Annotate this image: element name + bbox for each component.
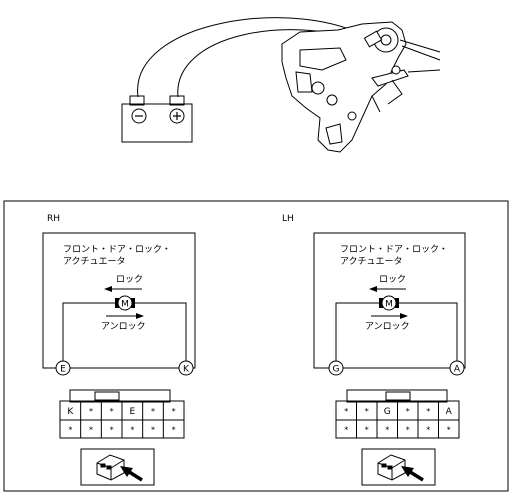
lh-motor-brush-left [379, 298, 383, 308]
rh-lock-label: ロック [116, 274, 143, 285]
rh-connector-pin-top-2: * [89, 407, 93, 416]
lh-connector-pin-bottom-2: * [365, 426, 369, 435]
lh-connector-pin-top-3: G [384, 407, 391, 417]
lh-view-arrow-icon [401, 466, 424, 482]
rod-2 [401, 45, 441, 61]
lh-terminal-left-label: G [333, 365, 340, 375]
rh-lock-arrowhead [104, 286, 112, 292]
lh-side-label: LH [282, 214, 294, 224]
lh-connector-pin-top-6: A [446, 407, 453, 417]
lh-connector-cells: * * G * * A * * * * * * [344, 401, 453, 438]
rod-3 [407, 69, 441, 73]
rh-terminal-right-label: K [183, 365, 190, 375]
rh-connector-pin-bottom-6: * [172, 426, 176, 435]
plus-circle-icon [169, 108, 185, 124]
rh-motor-brush-left [115, 298, 119, 308]
rh-unlock-label: アンロック [101, 321, 146, 332]
rh-wire-right [133, 302, 187, 361]
actuator-tab [325, 123, 343, 145]
rh-terminal-right [178, 360, 194, 376]
actuator-bracket [295, 71, 313, 93]
rh-connector-pin-top-4: E [129, 407, 135, 417]
rh-connector-view-icon [96, 454, 125, 481]
lh-unlock-label: アンロック [365, 321, 410, 332]
lh-wire-right [397, 302, 458, 361]
rh-connector-latch-inner [94, 391, 120, 401]
rh-unlock-arrowhead [136, 313, 144, 319]
rod-4 [387, 79, 403, 105]
rh-connector-view-box [80, 448, 155, 486]
rh-connector-cells: K * * E * * * * * * * * [67, 401, 176, 438]
rh-connector-pin-bottom-1: * [68, 426, 72, 435]
actuator-plug [363, 30, 383, 48]
rh-connector-pin-top-3: * [110, 407, 114, 416]
rh-connector-pin-bottom-5: * [151, 426, 155, 435]
actuator-gear-center [380, 34, 392, 46]
actuator-pin [391, 65, 401, 75]
lh-connector-pin-bottom-3: * [385, 426, 389, 435]
rh-actuator-name-line1: フロント・ドア・ロック・ [63, 244, 171, 255]
rh-terminal-left [55, 360, 71, 376]
lh-connector-pin-bottom-6: * [447, 426, 451, 435]
actuator-plate [299, 47, 347, 71]
lh-lock-arrowhead [369, 286, 377, 292]
connector-frame [3, 200, 509, 492]
lh-actuator-name-line2: アクチュエータ [340, 256, 403, 267]
rh-wire-left [62, 302, 117, 361]
lh-connector-pin-top-5: * [426, 407, 430, 416]
wire-negative [137, 17, 373, 98]
lh-connector-pin-bottom-1: * [344, 426, 348, 435]
rh-actuator-box [42, 232, 196, 369]
rh-connector-pin-bottom-4: * [130, 426, 134, 435]
lh-connector-pin-top-1: * [344, 407, 348, 416]
actuator-hole-2 [326, 94, 338, 106]
lh-connector-view-box [361, 448, 436, 486]
rh-view-arrow-icon [120, 466, 143, 482]
lh-actuator-box [313, 232, 466, 369]
rh-connector-pin-top-1: K [67, 407, 74, 417]
lh-connector-view-icon [377, 454, 406, 481]
lh-connector-latch-inner [385, 391, 411, 401]
lh-motor-brush-right [395, 298, 399, 308]
lh-wire-left [335, 302, 381, 361]
actuator-hole-3 [347, 111, 357, 121]
lh-motor-label: M [385, 300, 393, 310]
lh-unlock-arrowhead [400, 313, 408, 319]
lh-connector-pin-bottom-5: * [426, 426, 430, 435]
lh-connector-pin-bottom-4: * [406, 426, 410, 435]
rh-connector-latch [69, 389, 171, 403]
rh-motor-brush-right [131, 298, 135, 308]
lh-connector-pin-top-4: * [406, 407, 410, 416]
lh-section: LH フロント・ドア・ロック・ アクチュエータ ロック M アンロック G A … [282, 214, 466, 486]
rod-1 [399, 39, 441, 53]
battery-terminal-negative [129, 95, 145, 106]
lh-terminal-right [449, 360, 465, 376]
battery-symbols [131, 108, 185, 124]
rh-actuator-name-line2: アクチュエータ [63, 256, 126, 267]
rh-connector-pin-bottom-2: * [89, 426, 93, 435]
rh-side-label: RH [47, 214, 60, 224]
lh-motor-icon [381, 295, 397, 311]
lh-connector-pin-top-2: * [365, 407, 369, 416]
rh-section: RH フロント・ドア・ロック・ アクチュエータ ロック M アンロック E K … [42, 214, 196, 486]
rod-5 [371, 95, 381, 113]
rh-connector-pin-top-6: * [172, 407, 176, 416]
lh-terminal-left [328, 360, 344, 376]
actuator-hole-1 [311, 81, 325, 95]
battery-terminal-positive [169, 95, 185, 106]
minus-circle-icon [131, 108, 147, 124]
rh-connector-pin-bottom-3: * [110, 426, 114, 435]
lh-actuator-name-line1: フロント・ドア・ロック・ [340, 244, 448, 255]
lh-lock-label: ロック [379, 274, 406, 285]
rh-connector-pin-top-5: * [151, 407, 155, 416]
door-lock-actuator-illustration [281, 21, 441, 153]
rh-motor-icon [117, 295, 133, 311]
rh-motor-label: M [121, 300, 129, 310]
battery-body [121, 103, 193, 143]
lh-terminal-right-label: A [454, 365, 461, 375]
rh-terminal-left-label: E [60, 365, 66, 375]
